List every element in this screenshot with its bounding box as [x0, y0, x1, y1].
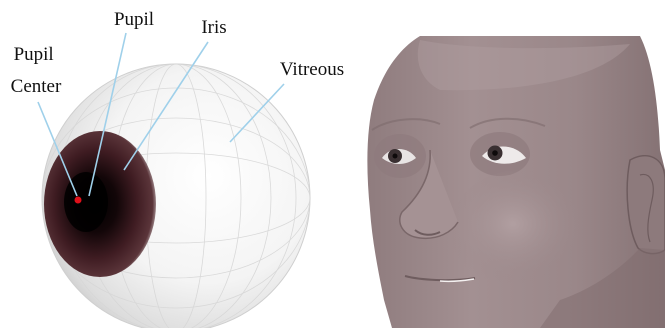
cheek-highlight	[450, 170, 590, 290]
pupil-center-dot	[75, 197, 82, 204]
face-render	[367, 36, 665, 328]
label-pupil-center-line2: Center	[11, 76, 62, 97]
eyeball	[42, 64, 310, 328]
label-pupil-center-line1: Pupil	[14, 44, 54, 65]
label-iris: Iris	[201, 17, 226, 38]
label-pupil: Pupil	[114, 9, 154, 30]
label-vitreous: Vitreous	[280, 59, 344, 80]
label-pupil-center: Pupil Center	[11, 44, 62, 97]
